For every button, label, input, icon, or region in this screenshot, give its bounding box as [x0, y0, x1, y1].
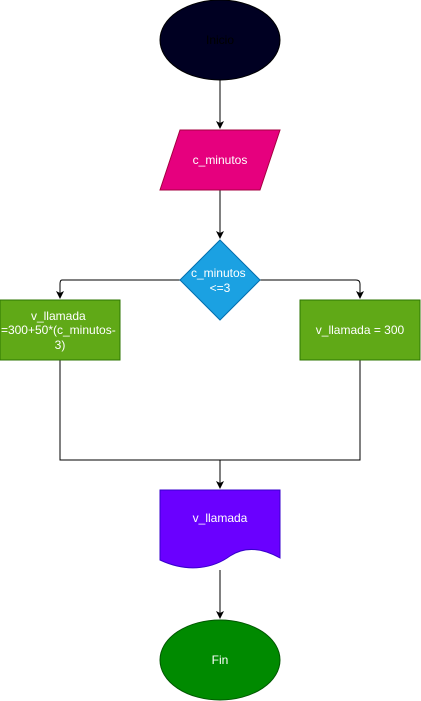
process-right-label: v_llamada = 300: [316, 323, 405, 337]
input-label: c_minutos: [193, 153, 248, 167]
process-left: v_llamada =300+50*(c_minutos- 3): [0, 299, 121, 361]
process-left-line-2: =300+50*(c_minutos-: [1, 323, 116, 337]
input-parallelogram: [159, 129, 281, 191]
process-left-box: [0, 299, 121, 361]
arrow-decision-to-left: [56, 279, 180, 299]
output-document-shape: [159, 489, 281, 569]
process-right-box: [299, 299, 421, 361]
decision-node: c_minutos <=3: [179, 239, 261, 321]
output-document: v_llamada: [159, 489, 281, 569]
decision-line-2: <=3: [210, 281, 231, 295]
process-left-line-1: v_llamada: [31, 309, 86, 323]
connectors: [56, 80, 364, 619]
line-left-down: [59, 360, 220, 461]
input-node: c_minutos: [159, 129, 281, 191]
arrow-decision-to-right: [260, 279, 364, 299]
process-left-line-3: 3): [55, 338, 66, 352]
line-right-down: [220, 360, 361, 461]
end-terminal: Fin: [159, 619, 281, 701]
process-left-label: v_llamada =300+50*(c_minutos- 3): [1, 309, 119, 352]
start-ellipse: [159, 0, 281, 81]
end-ellipse: [159, 619, 281, 701]
decision-diamond: [179, 239, 261, 321]
process-right: v_llamada = 300: [299, 299, 421, 361]
end-label: Fin: [212, 653, 229, 667]
decision-line-1: c_minutos: [191, 266, 246, 280]
decision-label: c_minutos <=3: [191, 266, 249, 295]
start-terminal: Inicio: [159, 0, 281, 81]
output-label: v_llamada: [193, 511, 248, 525]
start-label: Inicio: [206, 33, 234, 47]
